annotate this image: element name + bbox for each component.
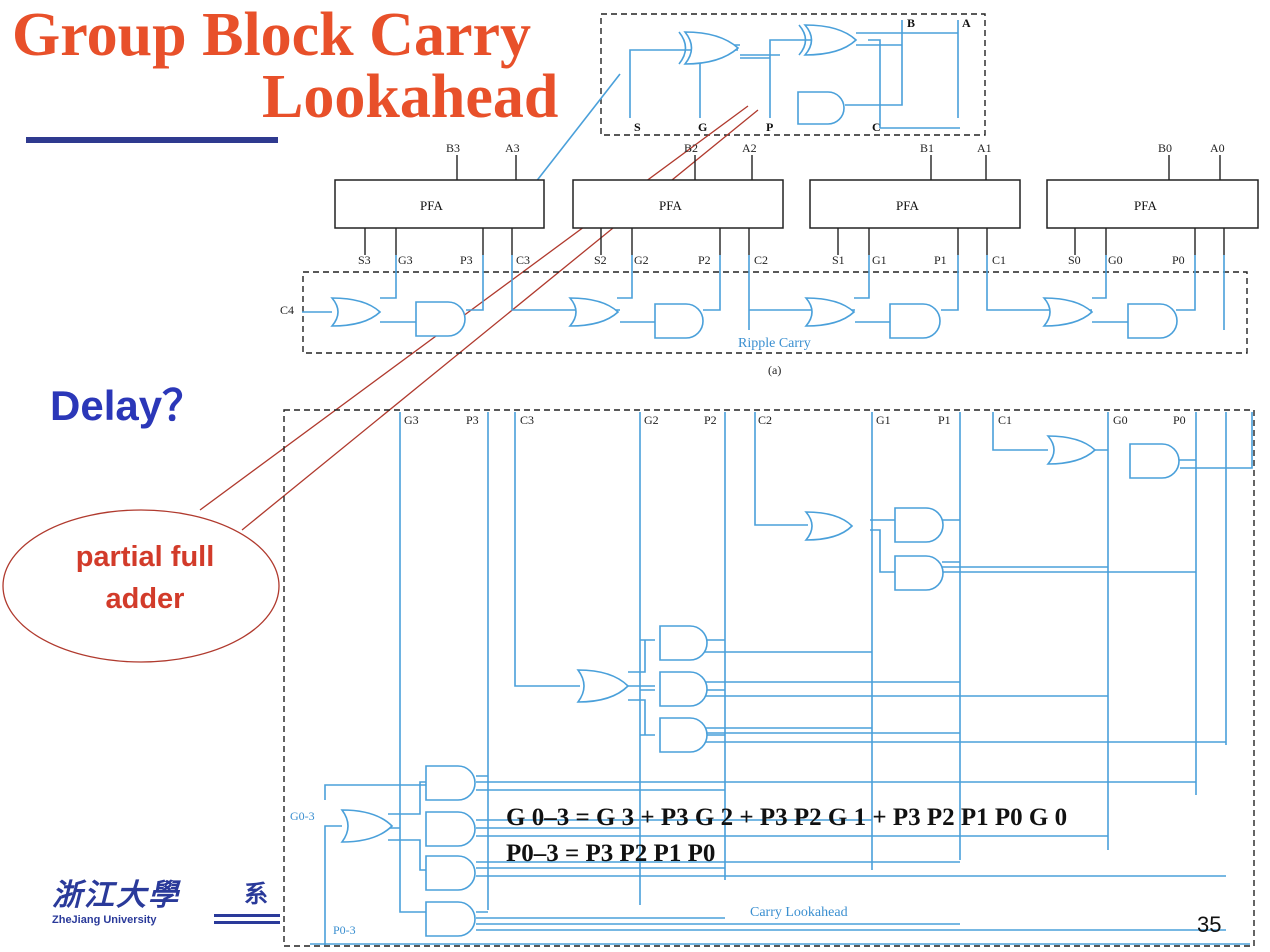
svg-text:G0: G0 xyxy=(1108,253,1123,267)
g03-label: G0-3 xyxy=(290,809,315,823)
svg-text:P2: P2 xyxy=(704,413,717,427)
pfa-detail-input-a: A xyxy=(962,16,971,30)
svg-text:B2: B2 xyxy=(684,141,698,155)
logo-bar-1 xyxy=(214,914,280,917)
pfa-block-1: PFA B1 A1 S1 G1 P1 C1 xyxy=(809,141,1021,267)
university-name-en: ZheJiang University xyxy=(52,914,157,926)
pfa-detail-output-p: P xyxy=(766,120,773,134)
university-logo: 浙江大學 ZheJiang University xyxy=(52,870,180,926)
svg-text:A3: A3 xyxy=(505,141,520,155)
svg-text:P0: P0 xyxy=(1173,413,1186,427)
svg-text:G0: G0 xyxy=(1113,413,1128,427)
svg-text:G3: G3 xyxy=(404,413,419,427)
page-number: 35 xyxy=(1197,912,1222,937)
svg-text:A1: A1 xyxy=(977,141,992,155)
equations: G 0–3 = G 3 + P3 G 2 + P3 P2 G 1 + P3 P2… xyxy=(506,800,1067,872)
p03-label: P0-3 xyxy=(333,923,356,937)
svg-text:G1: G1 xyxy=(872,253,887,267)
slide-title-line1: Group Block Carry xyxy=(12,1,531,69)
svg-text:A2: A2 xyxy=(742,141,757,155)
pfa-block-2: PFA B2 A2 S2 G2 P2 C2 xyxy=(572,141,784,267)
pfa-detail-box xyxy=(600,13,986,136)
title-underline xyxy=(26,137,278,143)
ripple-gates xyxy=(330,297,1178,339)
svg-text:G1: G1 xyxy=(876,413,891,427)
callout-bubble xyxy=(2,509,280,663)
svg-text:C3: C3 xyxy=(516,253,530,267)
svg-text:PFA: PFA xyxy=(896,198,919,213)
university-extra-text: 系 xyxy=(244,880,268,908)
lookahead-gates xyxy=(340,435,1180,937)
svg-text:P1: P1 xyxy=(934,253,947,267)
svg-text:C3: C3 xyxy=(520,413,534,427)
svg-text:S1: S1 xyxy=(832,253,845,267)
pfa-detail-output-c: C xyxy=(872,120,881,134)
carry-lookahead-box xyxy=(283,409,1255,947)
pfa-detail-wires xyxy=(629,20,960,129)
xor-gate-1 xyxy=(803,24,858,56)
svg-text:PFA: PFA xyxy=(659,198,682,213)
university-name-cn: 浙江大學 xyxy=(52,878,180,913)
lookahead-top-labels: G3 P3 C3 G2 P2 C2 G1 P1 C1 G0 P0 xyxy=(404,413,1186,427)
callout-text: partial full adder xyxy=(75,541,215,615)
svg-text:P1: P1 xyxy=(938,413,951,427)
svg-text:G2: G2 xyxy=(634,253,649,267)
lookahead-wires xyxy=(310,412,1253,945)
pfa-block-3: PFA B3 A3 S3 G3 P3 C3 xyxy=(334,141,545,267)
svg-text:C1: C1 xyxy=(992,253,1006,267)
svg-text:C2: C2 xyxy=(758,413,772,427)
equation-p: P0–3 = P3 P2 P1 P0 xyxy=(506,840,716,867)
svg-text:G2: G2 xyxy=(644,413,659,427)
svg-text:PFA: PFA xyxy=(420,198,443,213)
svg-text:P3: P3 xyxy=(466,413,479,427)
xor-gate-2 xyxy=(683,31,740,65)
svg-text:C2: C2 xyxy=(754,253,768,267)
svg-text:P3: P3 xyxy=(460,253,473,267)
pfa-detail-output-g: G xyxy=(698,120,707,134)
pfa-detail-input-b: B xyxy=(907,16,915,30)
ripple-carry-box xyxy=(302,271,1248,354)
svg-text:P0: P0 xyxy=(1172,253,1185,267)
carry-in-label: C4 xyxy=(280,303,294,317)
svg-text:B0: B0 xyxy=(1158,141,1172,155)
svg-text:B1: B1 xyxy=(920,141,934,155)
svg-text:P2: P2 xyxy=(698,253,711,267)
logo-bar-2 xyxy=(214,921,280,924)
svg-text:C1: C1 xyxy=(998,413,1012,427)
slide-title-line2: Lookahead xyxy=(262,63,559,131)
svg-text:B3: B3 xyxy=(446,141,460,155)
svg-text:S0: S0 xyxy=(1068,253,1081,267)
equation-g: G 0–3 = G 3 + P3 G 2 + P3 P2 G 1 + P3 P2… xyxy=(506,804,1068,831)
delay-question: Delay？ xyxy=(50,382,205,429)
figure-label: (a) xyxy=(768,363,781,377)
pfa-detail-output-s: S xyxy=(634,120,641,134)
pfa-block-0: PFA B0 A0 S0 G0 P0 xyxy=(1046,141,1259,267)
svg-text:PFA: PFA xyxy=(1134,198,1157,213)
ripple-wires xyxy=(302,255,1225,330)
svg-text:A0: A0 xyxy=(1210,141,1225,155)
svg-text:S3: S3 xyxy=(358,253,371,267)
svg-text:S2: S2 xyxy=(594,253,607,267)
carry-lookahead-caption: Carry Lookahead xyxy=(750,905,848,920)
svg-text:G3: G3 xyxy=(398,253,413,267)
and-gate-detail xyxy=(797,91,845,125)
ripple-carry-caption: Ripple Carry xyxy=(738,336,811,351)
